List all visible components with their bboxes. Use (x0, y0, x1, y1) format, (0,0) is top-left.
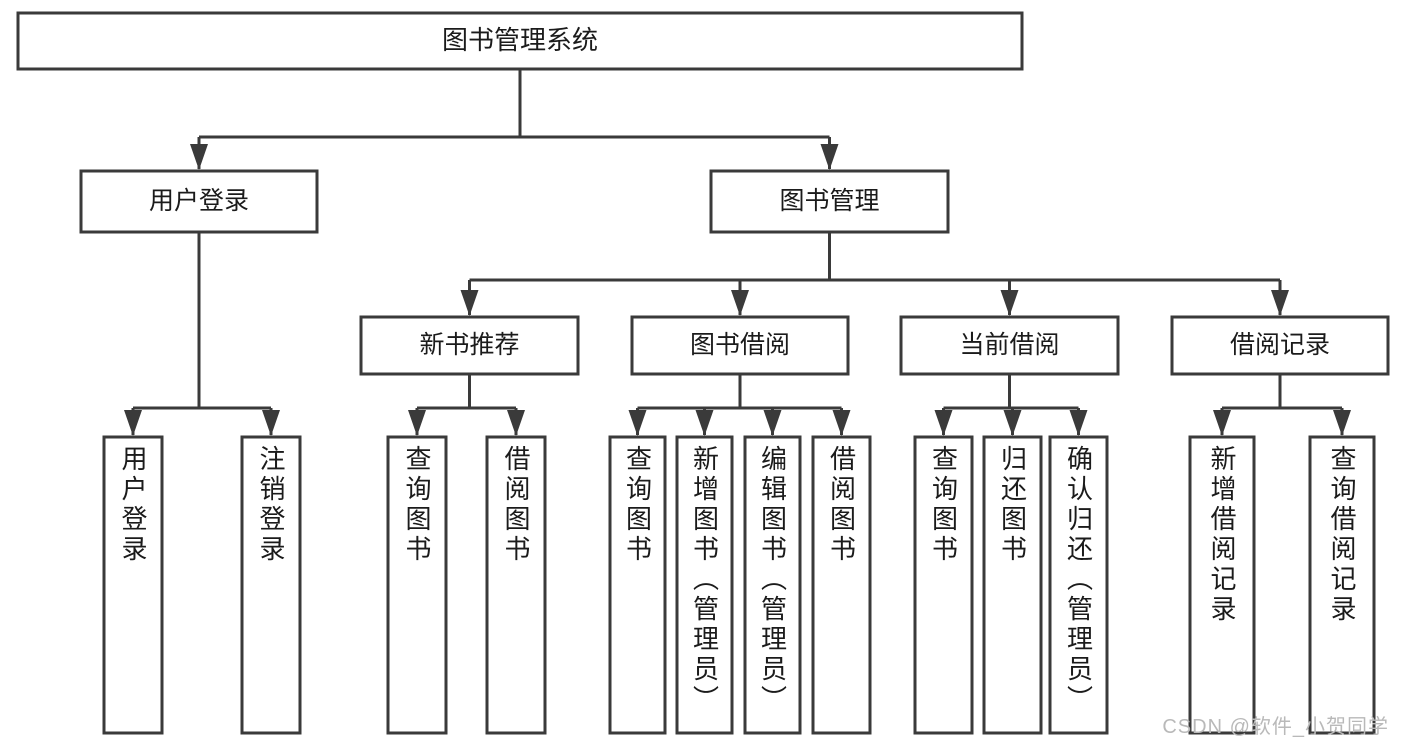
node-leaf-query-book-borrow[interactable] (608, 435, 667, 735)
watermark: CSDN @软件_小贺同学 (1162, 716, 1389, 738)
node-label-new-book-recommend: 新书推荐 (419, 331, 519, 359)
arrow-head-icon-leaf-borrow-book (832, 410, 851, 436)
node-book-borrow[interactable] (630, 315, 850, 376)
node-root-root[interactable] (16, 11, 1024, 71)
arrow-head-icon-leaf-borrow-book-rec (507, 410, 525, 436)
node-leaf-borrow-book-rec[interactable] (485, 435, 547, 735)
arrow-head-icon-new-book-recommend (460, 290, 479, 316)
node-leaf-query-book-rec[interactable] (386, 435, 448, 735)
arrow-head-icon-leaf-query-book-borrow (628, 410, 647, 436)
arrow-head-icon-leaf-add-book (695, 410, 714, 436)
node-leaf-query-record[interactable] (1308, 435, 1376, 735)
arrow-head-icon-leaf-confirm-return (1069, 410, 1088, 436)
node-leaf-borrow-book[interactable] (811, 435, 872, 735)
node-user-login[interactable] (79, 169, 319, 234)
node-leaf-add-record[interactable] (1188, 435, 1256, 735)
arrow-head-icon-leaf-edit-book (763, 410, 782, 436)
connector-layer (124, 69, 1351, 436)
arrow-head-icon-leaf-user-login (124, 410, 142, 436)
node-new-book-recommend[interactable] (359, 315, 580, 376)
node-leaf-add-book[interactable] (675, 435, 734, 735)
node-label-book-manage: 图书管理 (779, 187, 879, 215)
node-current-borrow[interactable] (899, 315, 1120, 376)
node-leaf-edit-book[interactable] (743, 435, 802, 735)
node-label-book-borrow: 图书借阅 (690, 331, 790, 359)
arrow-head-icon-book-manage (820, 144, 839, 170)
arrow-head-icon-borrow-record (1271, 290, 1289, 316)
node-label-borrow-record: 借阅记录 (1230, 331, 1330, 359)
node-label-current-borrow: 当前借阅 (959, 331, 1059, 359)
arrow-head-icon-leaf-query-book-rec (408, 410, 426, 436)
arrow-head-icon-book-borrow (731, 290, 749, 316)
node-label-user-login: 用户登录 (149, 187, 249, 215)
node-leaf-user-login[interactable] (102, 435, 164, 735)
box-layer (16, 11, 1390, 735)
arrow-head-icon-current-borrow (1000, 290, 1019, 316)
arrow-head-icon-leaf-logout (262, 410, 280, 436)
arrow-head-icon-user-login (190, 144, 208, 170)
node-book-manage[interactable] (709, 169, 950, 234)
arrow-head-icon-leaf-add-record (1213, 410, 1231, 436)
node-borrow-record[interactable] (1170, 315, 1390, 376)
node-leaf-return-book[interactable] (982, 435, 1043, 735)
arrow-head-icon-leaf-query-book-current (934, 410, 953, 436)
node-label-root: 图书管理系统 (442, 25, 598, 55)
node-leaf-logout[interactable] (240, 435, 302, 735)
arrow-head-icon-leaf-return-book (1003, 410, 1022, 436)
arrow-head-icon-leaf-query-record (1333, 410, 1351, 436)
node-leaf-query-book-current[interactable] (913, 435, 974, 735)
node-leaf-confirm-return[interactable] (1048, 435, 1109, 735)
